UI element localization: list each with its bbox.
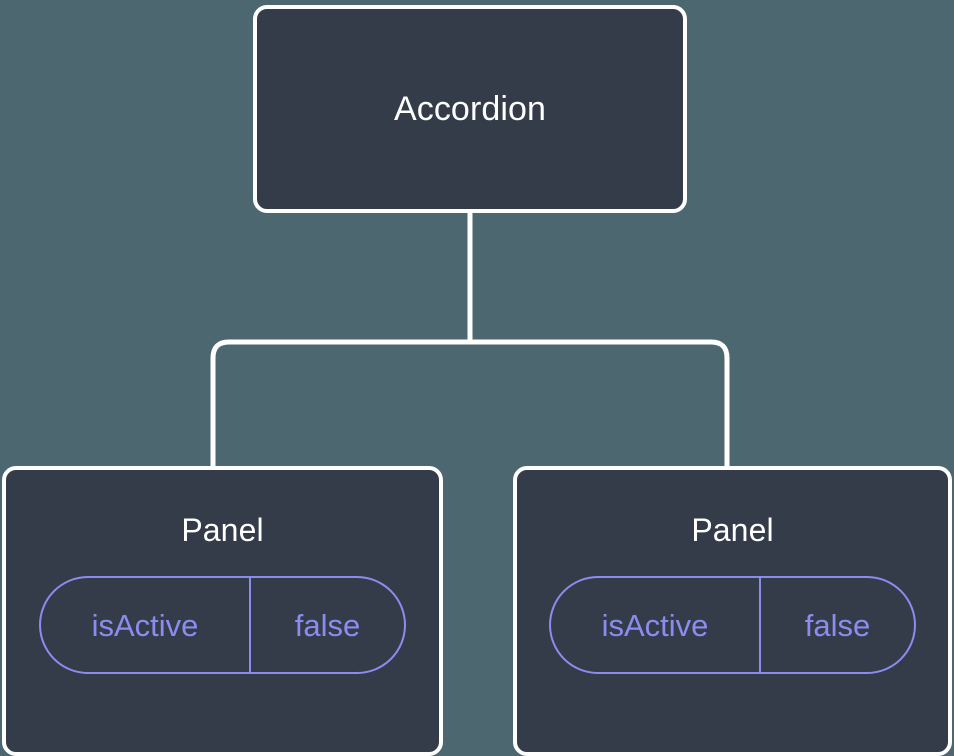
component-tree-diagram: Accordion Panel isActive false Panel isA… xyxy=(2,5,952,756)
node-title: Panel xyxy=(181,512,264,548)
prop-pill[interactable]: isActive false xyxy=(549,576,916,674)
prop-key: isActive xyxy=(91,607,199,643)
tree-node-accordion[interactable]: Accordion xyxy=(253,5,687,213)
prop-key: isActive xyxy=(601,607,709,643)
tree-node-panel[interactable]: Panel isActive false xyxy=(513,466,952,756)
tree-connectors xyxy=(210,212,730,470)
tree-node-panel[interactable]: Panel isActive false xyxy=(2,466,443,756)
prop-value: false xyxy=(759,578,914,672)
prop-value: false xyxy=(249,578,404,672)
connector-child-bus xyxy=(210,339,730,470)
node-title: Panel xyxy=(691,512,774,548)
node-title: Accordion xyxy=(393,90,547,128)
prop-pill[interactable]: isActive false xyxy=(39,576,406,674)
